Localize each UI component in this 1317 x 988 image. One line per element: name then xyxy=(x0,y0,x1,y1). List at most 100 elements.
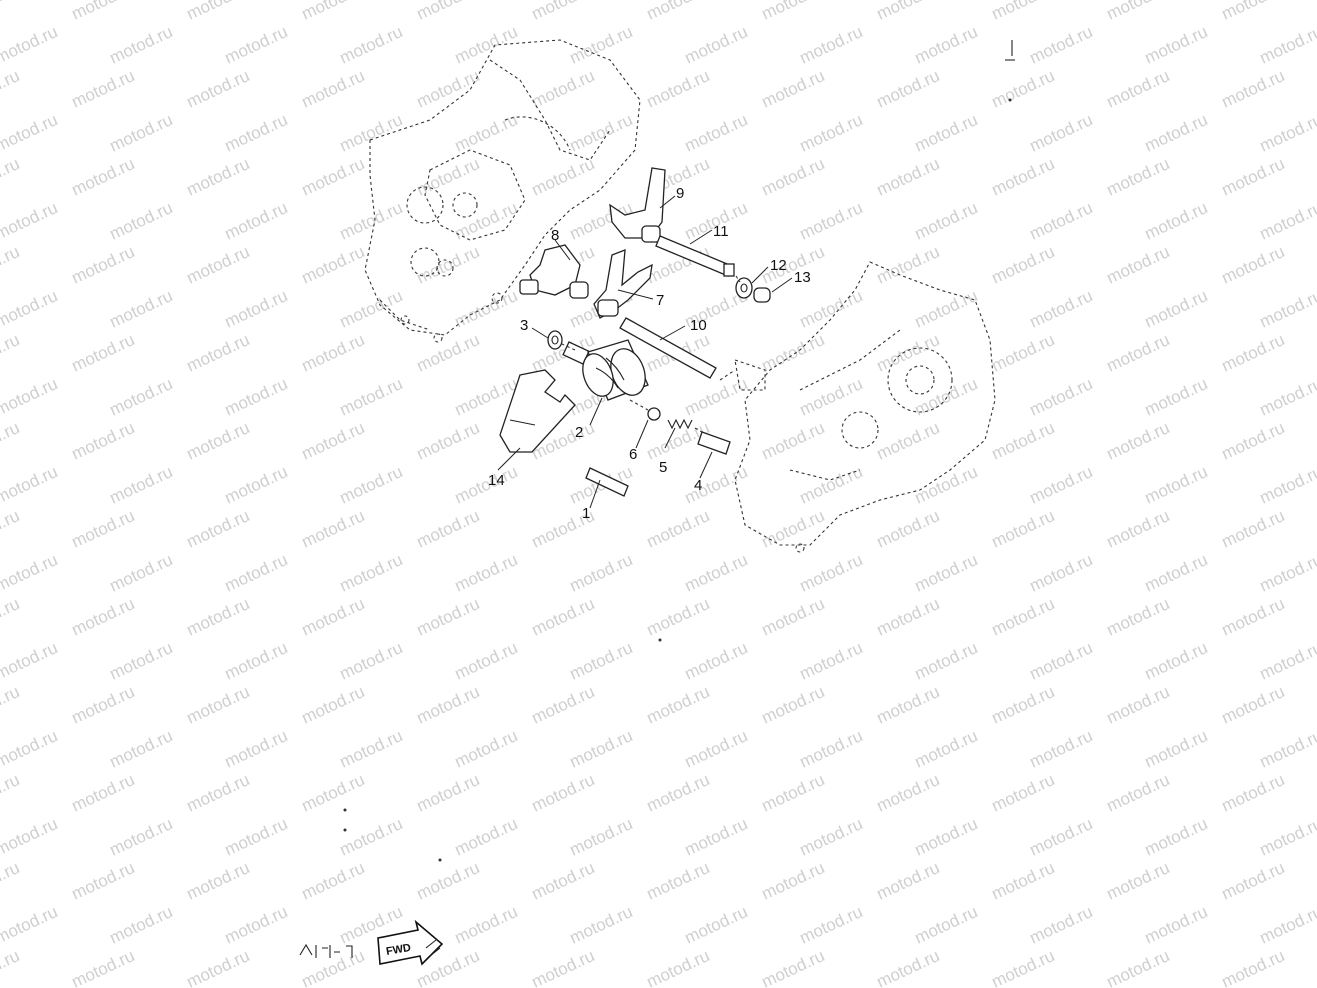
watermark-text: motod.ru xyxy=(0,154,22,200)
watermark-text: motod.ru xyxy=(682,374,751,420)
watermark-text: motod.ru xyxy=(797,550,866,596)
watermark-text: motod.ru xyxy=(222,198,291,244)
watermark-text: motod.ru xyxy=(184,0,253,24)
watermark-text: motod.ru xyxy=(184,242,253,288)
watermark-text: motod.ru xyxy=(0,110,60,156)
watermark-text: motod.ru xyxy=(989,242,1058,288)
watermark-text: motod.ru xyxy=(184,154,253,200)
watermark-text: motod.ru xyxy=(1104,682,1173,728)
watermark-text: motod.ru xyxy=(989,154,1058,200)
watermark-text: motod.ru xyxy=(1142,902,1211,948)
watermark-text: motod.ru xyxy=(567,726,636,772)
watermark-text: motod.ru xyxy=(912,110,981,156)
watermark-text: motod.ru xyxy=(222,902,291,948)
watermark-text: motod.ru xyxy=(452,198,521,244)
watermark-text: motod.ru xyxy=(1142,110,1211,156)
watermark-text: motod.ru xyxy=(0,946,22,988)
watermark-text: motod.ru xyxy=(529,682,598,728)
watermark-text: motod.ru xyxy=(797,286,866,332)
watermark-text: motod.ru xyxy=(0,198,60,244)
watermark-text: motod.ru xyxy=(759,330,828,376)
watermark-text: motod.ru xyxy=(184,594,253,640)
watermark-text: motod.ru xyxy=(222,726,291,772)
watermark-text: motod.ru xyxy=(759,418,828,464)
watermark-text: motod.ru xyxy=(797,198,866,244)
watermark-text: motod.ru xyxy=(222,22,291,68)
watermark-text: motod.ru xyxy=(1104,66,1173,112)
watermark-text: motod.ru xyxy=(644,0,713,24)
watermark-text: motod.ru xyxy=(1142,374,1211,420)
watermark-text: motod.ru xyxy=(1104,858,1173,904)
washer-3 xyxy=(547,330,563,350)
watermark-text: motod.ru xyxy=(0,0,22,24)
watermark-text: motod.ru xyxy=(567,550,636,596)
watermark-text: motod.ru xyxy=(912,638,981,684)
watermark-text: motod.ru xyxy=(874,330,943,376)
watermark-text: motod.ru xyxy=(299,66,368,112)
watermark-text: motod.ru xyxy=(1104,506,1173,552)
watermark-text: motod.ru xyxy=(184,330,253,376)
watermark-text: motod.ru xyxy=(797,638,866,684)
watermark-text: motod.ru xyxy=(912,462,981,508)
watermark-text: motod.ru xyxy=(0,726,60,772)
watermark-text: motod.ru xyxy=(69,506,138,552)
watermark-text: motod.ru xyxy=(452,814,521,860)
watermark-text: motod.ru xyxy=(452,286,521,332)
watermark-text: motod.ru xyxy=(1104,242,1173,288)
watermark-text: motod.ru xyxy=(107,462,176,508)
watermark-text: motod.ru xyxy=(222,374,291,420)
watermark-text: motod.ru xyxy=(222,110,291,156)
watermark-text: motod.ru xyxy=(299,0,368,24)
watermark-text: motod.ru xyxy=(912,902,981,948)
watermark-text: motod.ru xyxy=(0,286,60,332)
watermark-text: motod.ru xyxy=(682,550,751,596)
watermark-text: motod.ru xyxy=(337,726,406,772)
watermark-text: motod.ru xyxy=(0,22,60,68)
watermark-text: motod.ru xyxy=(1219,682,1288,728)
watermark-text: motod.ru xyxy=(912,550,981,596)
watermark-text: motod.ru xyxy=(1142,22,1211,68)
watermark-text: motod.ru xyxy=(567,638,636,684)
watermark-text: motod.ru xyxy=(337,286,406,332)
watermark-text: motod.ru xyxy=(69,66,138,112)
watermark-text: motod.ru xyxy=(299,946,368,988)
watermark-text: motod.ru xyxy=(184,418,253,464)
watermark-text: motod.ru xyxy=(1027,902,1096,948)
callout-labels: 1 2 3 4 5 6 7 8 9 10 11 12 13 14 xyxy=(488,185,811,522)
detent-plunger-4 xyxy=(697,431,731,455)
watermark-text: motod.ru xyxy=(529,154,598,200)
watermark-text: motod.ru xyxy=(0,242,22,288)
watermark-text: motod.ru xyxy=(452,110,521,156)
watermark-text: motod.ru xyxy=(299,858,368,904)
watermark-text: motod.ru xyxy=(1219,946,1288,988)
watermark-text: motod.ru xyxy=(874,66,943,112)
watermark-text: motod.ru xyxy=(682,22,751,68)
watermark-text: motod.ru xyxy=(1257,902,1317,948)
watermark-text: motod.ru xyxy=(107,110,176,156)
watermark-text: motod.ru xyxy=(1104,770,1173,816)
watermark-text: motod.ru xyxy=(1257,638,1317,684)
watermark-text: motod.ru xyxy=(1219,0,1288,24)
watermark-text: motod.ru xyxy=(69,594,138,640)
watermark-text: motod.ru xyxy=(0,330,22,376)
watermark-text: motod.ru xyxy=(682,638,751,684)
watermark-text: motod.ru xyxy=(874,946,943,988)
callout-9: 9 xyxy=(676,185,684,202)
watermark-text: motod.ru xyxy=(414,242,483,288)
right-crankcase-outline xyxy=(734,261,996,553)
watermark-text: motod.ru xyxy=(0,902,60,948)
watermark-text: motod.ru xyxy=(644,946,713,988)
watermark-text: motod.ru xyxy=(107,638,176,684)
watermark-text: motod.ru xyxy=(912,374,981,420)
watermark-text: motod.ru xyxy=(682,902,751,948)
watermark-text: motod.ru xyxy=(69,946,138,988)
watermark-text: motod.ru xyxy=(1027,110,1096,156)
watermark-text: motod.ru xyxy=(107,198,176,244)
watermark-text: motod.ru xyxy=(0,770,22,816)
print-artifacts xyxy=(343,40,1015,862)
watermark-text: motod.ru xyxy=(1142,814,1211,860)
forward-direction-badge: FWD xyxy=(299,919,444,966)
watermark-text: motod.ru xyxy=(107,22,176,68)
watermark-text: motod.ru xyxy=(1257,550,1317,596)
callout-11: 11 xyxy=(713,223,729,240)
